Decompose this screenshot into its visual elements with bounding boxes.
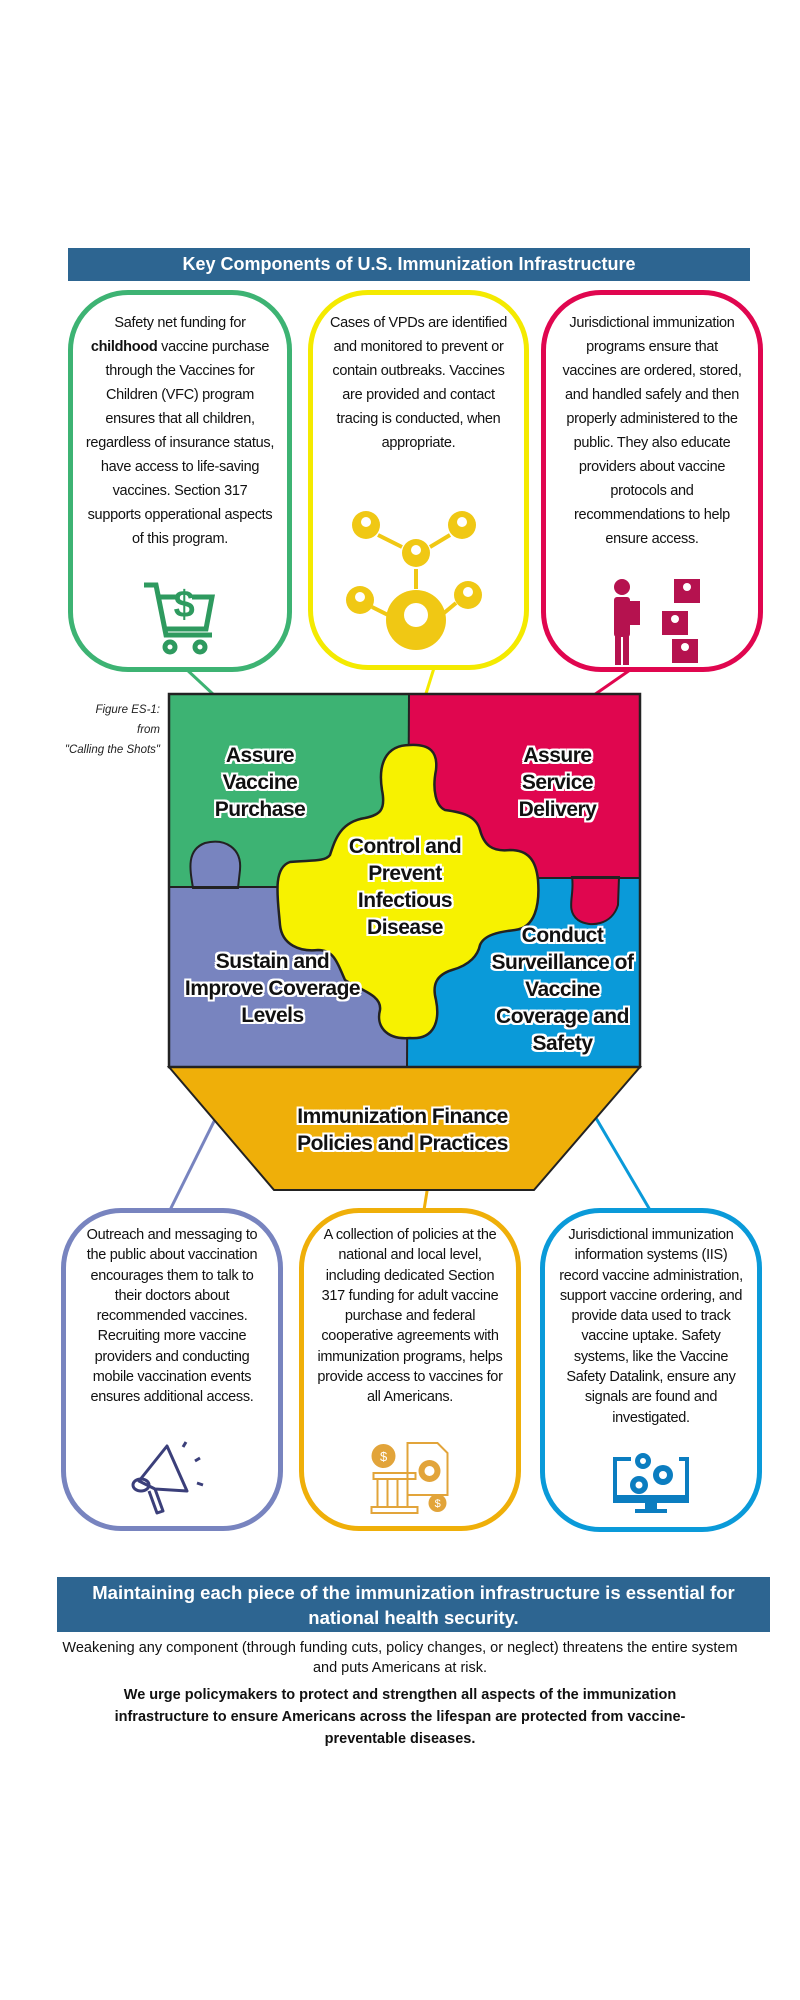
shopping-cart-dollar-icon: $: [144, 582, 216, 655]
caption-line-2: from: [137, 724, 160, 736]
service-delivery-box: Jurisdictional immunization programs ens…: [541, 290, 763, 672]
disease-control-box: Cases of VPDs are identified and monitor…: [308, 290, 529, 670]
label-sustain-improve-coverage: Sustain and Improve Coverage Levels: [184, 950, 361, 1027]
caption-line-3: "Calling the Shots": [64, 744, 160, 756]
text-pre: Safety net funding for: [114, 315, 246, 331]
puzzle-tab-red: [570, 876, 621, 926]
connector-green: [183, 666, 216, 697]
connector-red: [593, 668, 631, 697]
presenter-people-icon: [614, 579, 700, 665]
megaphone-icon: [131, 1441, 204, 1515]
label-conduct-surveillance: Conduct Surveillance of Vaccine Coverage…: [491, 924, 634, 1055]
surveillance-systems-text: Jurisdictional immunization information …: [559, 1227, 743, 1426]
footer-call-to-action: We urge policymakers to protect and stre…: [114, 1687, 686, 1747]
puzzle-tab-purple: [189, 840, 242, 889]
text-post: vaccine purchase through the Vaccines fo…: [85, 339, 275, 547]
label-immunization-finance: Immunization Finance Policies and Practi…: [297, 1105, 508, 1155]
caption-line-1: Figure ES-1:: [95, 704, 160, 716]
footer-body-text: Weakening any component (through funding…: [62, 1640, 738, 1676]
header-banner: Key Components of U.S. Immunization Infr…: [68, 248, 750, 281]
label-assure-service-delivery: Assure Service Delivery: [518, 744, 597, 821]
svg-text:$: $: [435, 1498, 441, 1510]
svg-text:$: $: [174, 584, 195, 626]
vaccine-purchase-box: Safety net funding for childhood vaccine…: [68, 290, 292, 672]
puzzle-diagram: [166, 692, 643, 1191]
finance-policies-box: A collection of policies at the national…: [299, 1208, 521, 1531]
finance-policies-text: A collection of policies at the national…: [317, 1227, 503, 1406]
figure-caption: Figure ES-1: from "Calling the Shots": [40, 700, 160, 760]
surveillance-systems-box: Jurisdictional immunization information …: [540, 1208, 762, 1532]
disease-control-text: Cases of VPDs are identified and monitor…: [330, 315, 507, 451]
service-delivery-text: Jurisdictional immunization programs ens…: [562, 315, 742, 547]
puzzle-frame: [167, 692, 642, 1069]
footer-banner: Maintaining each piece of the immunizati…: [57, 1577, 770, 1632]
vaccine-purchase-text: Safety net funding for childhood vaccine…: [73, 295, 287, 551]
finance-policy-icon: $ $: [370, 1442, 449, 1514]
puzzle-piece-yellow: [276, 743, 540, 1040]
label-control-prevent-disease: Control and Prevent Infectious Disease: [348, 835, 462, 939]
svg-text:$: $: [380, 1449, 388, 1464]
computer-gears-icon: [613, 1453, 689, 1513]
coverage-outreach-text: Outreach and messaging to the public abo…: [86, 1227, 258, 1406]
text-bold: childhood: [90, 339, 158, 355]
label-assure-vaccine-purchase: Assure Vaccine Purchase: [214, 744, 306, 821]
coverage-outreach-box: Outreach and messaging to the public abo…: [61, 1208, 283, 1531]
contact-network-icon: [345, 511, 482, 650]
